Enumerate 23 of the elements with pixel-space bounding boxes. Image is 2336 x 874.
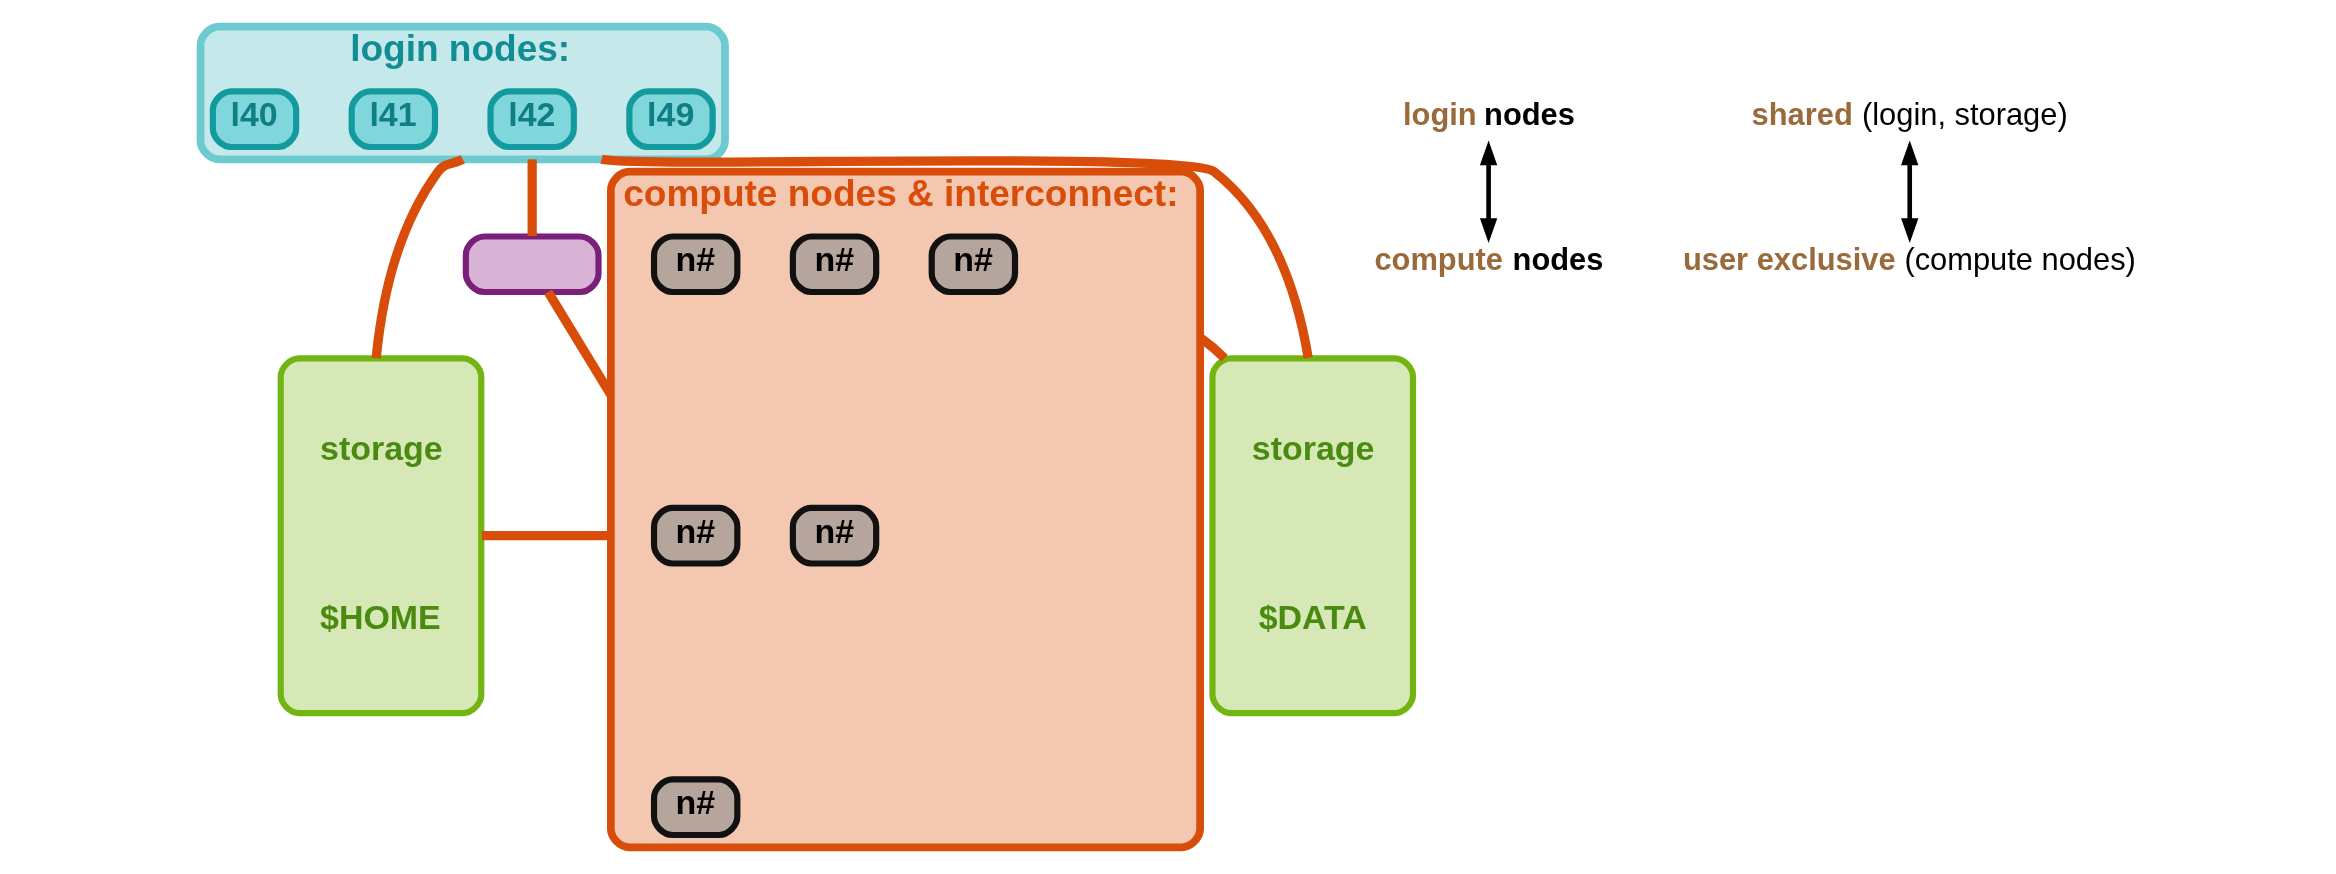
node-box: n# bbox=[789, 233, 879, 296]
node-box: n# bbox=[650, 233, 740, 296]
node-text: compute nodes bbox=[1373, 242, 1603, 278]
arrow bbox=[1479, 140, 1497, 244]
connector bbox=[543, 289, 615, 398]
node-box: n# bbox=[650, 504, 740, 567]
arrow bbox=[1900, 140, 1918, 244]
node-box: storage $HOME bbox=[277, 355, 484, 717]
node-box: storage $DATA bbox=[1208, 355, 1416, 717]
node-box: l41 bbox=[348, 88, 438, 151]
node-text: shared (login, storage) bbox=[1751, 97, 2068, 133]
node-box: l42 bbox=[486, 88, 577, 151]
node-box: n# bbox=[650, 776, 740, 839]
node-box bbox=[462, 233, 602, 296]
connector bbox=[527, 159, 537, 237]
node-text: login nodes bbox=[1402, 97, 1575, 133]
node-box: n# bbox=[789, 504, 879, 567]
node-text: user exclusive (compute nodes) bbox=[1682, 242, 2136, 278]
connector bbox=[371, 155, 465, 359]
connector bbox=[600, 154, 1313, 359]
node-box: l40 bbox=[209, 88, 299, 151]
node-box: n# bbox=[928, 233, 1018, 296]
node-box: l49 bbox=[625, 88, 716, 151]
